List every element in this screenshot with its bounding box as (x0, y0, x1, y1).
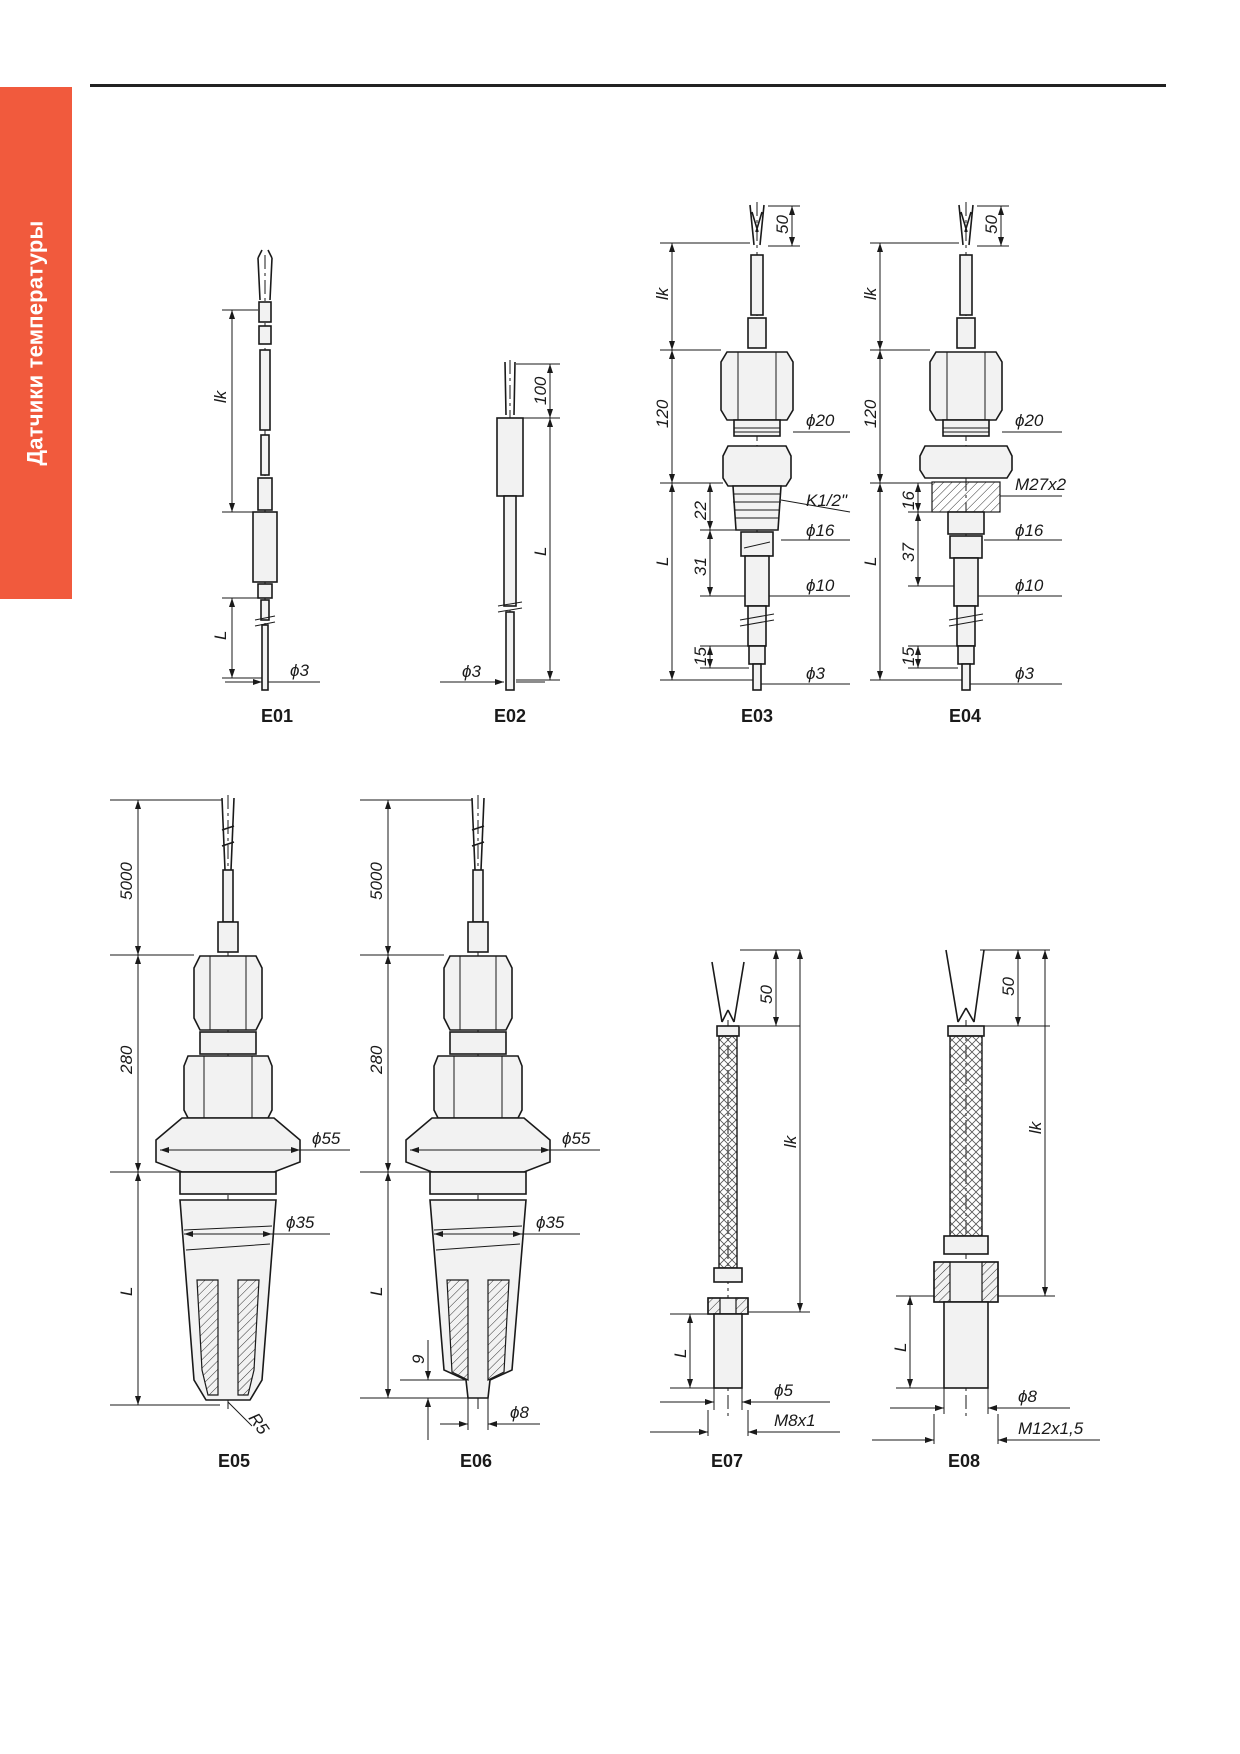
e03-22-label: 22 (691, 501, 710, 521)
e03-d20-label: ϕ20 (806, 411, 835, 430)
e02-diameter-label: ϕ3 (462, 662, 481, 681)
e03-31-label: 31 (691, 557, 710, 576)
e07-50-label: 50 (757, 985, 776, 1004)
e06-caption: E06 (460, 1451, 492, 1471)
e05-caption: E05 (218, 1451, 250, 1471)
e06-L-label: L (367, 1287, 386, 1296)
section-side-tab: Датчики температуры (0, 87, 72, 599)
e01-diameter-label: ϕ3 (290, 661, 309, 680)
e03-d3-label: ϕ3 (806, 664, 825, 683)
e04-120-label: 120 (861, 399, 880, 428)
e08-lk-label: lk (1026, 1120, 1045, 1134)
e05-r5-label: R5 (245, 1409, 273, 1438)
e08-caption: E08 (948, 1451, 980, 1471)
e06-5000-label: 5000 (367, 862, 386, 900)
e04-16-label: 16 (899, 491, 918, 510)
e06-d8-label: ϕ8 (510, 1403, 529, 1422)
e08-L-label: L (891, 1343, 910, 1352)
e03-120-label: 120 (653, 399, 672, 428)
sensor-e02-drawing (440, 360, 560, 691)
e04-d10-label: ϕ10 (1015, 576, 1044, 595)
e03-L-label: L (653, 557, 672, 566)
e07-caption: E07 (711, 1451, 743, 1471)
e07-d5-label: ϕ5 (774, 1381, 793, 1400)
sensor-e05-drawing (110, 795, 350, 1427)
e03-50-label: 50 (773, 215, 792, 234)
e01-caption: E01 (261, 706, 293, 726)
e07-thread-label: M8x1 (774, 1411, 816, 1430)
e04-d3-label: ϕ3 (1015, 664, 1034, 683)
e05-L-label: L (117, 1287, 136, 1296)
e06-d55-label: ϕ55 (562, 1129, 591, 1148)
sensor-e03-drawing (660, 202, 851, 691)
e04-d16-label: ϕ16 (1015, 521, 1044, 540)
e04-L-label: L (861, 557, 880, 566)
e07-lk-label: lk (781, 1134, 800, 1148)
e04-lk-label: lk (861, 286, 880, 300)
e08-thread-label: M12x1,5 (1018, 1419, 1084, 1438)
e03-d10-label: ϕ10 (806, 576, 835, 595)
e04-50-label: 50 (982, 215, 1001, 234)
e06-280-label: 280 (367, 1045, 386, 1075)
e03-caption: E03 (741, 706, 773, 726)
e02-L-label: L (531, 547, 550, 556)
e03-d16-label: ϕ16 (806, 521, 835, 540)
e03-thread-label: K1/2" (806, 491, 848, 510)
e08-d8-label: ϕ8 (1018, 1387, 1037, 1406)
e05-d35-label: ϕ35 (286, 1213, 315, 1232)
e04-37-label: 37 (899, 543, 918, 562)
sensor-e07-drawing (650, 949, 840, 1436)
e04-15-label: 15 (899, 647, 918, 666)
e05-5000-label: 5000 (117, 862, 136, 900)
e01-L-label: L (211, 631, 230, 640)
e04-caption: E04 (949, 706, 981, 726)
sensor-e01-drawing (222, 249, 320, 691)
e01-lk-label: lk (211, 389, 230, 403)
e05-d55-label: ϕ55 (312, 1129, 341, 1148)
sensor-e06-drawing (360, 795, 600, 1440)
e05-280-label: 280 (117, 1045, 136, 1075)
e03-lk-label: lk (653, 286, 672, 300)
e02-100-label: 100 (531, 376, 550, 405)
sensor-e08-drawing (872, 949, 1100, 1444)
e04-thread-label: M27x2 (1015, 475, 1067, 494)
e06-9-label: 9 (409, 1354, 428, 1364)
sensor-e04-drawing (870, 202, 1062, 691)
top-rule (90, 84, 1166, 87)
e06-d35-label: ϕ35 (536, 1213, 565, 1232)
e03-15-label: 15 (691, 647, 710, 666)
e07-L-label: L (671, 1349, 690, 1358)
e04-d20-label: ϕ20 (1015, 411, 1044, 430)
e08-50-label: 50 (999, 977, 1018, 996)
e02-caption: E02 (494, 706, 526, 726)
